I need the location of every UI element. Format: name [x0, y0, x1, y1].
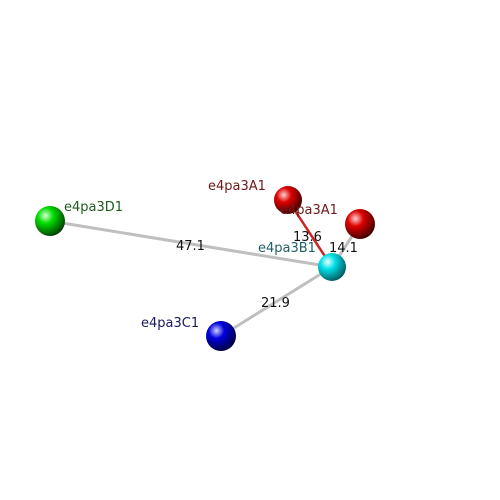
edge-label-d1-b1: 47.1	[176, 239, 205, 254]
edge-label-c1-b1: 21.9	[261, 296, 290, 311]
edges	[49, 199, 362, 338]
node-label-d1: e4pa3D1	[64, 200, 123, 215]
node-a1-sphere[interactable]	[274, 186, 302, 214]
node-label-b1: e4pa3B1	[258, 241, 316, 256]
nodes[interactable]	[35, 186, 375, 351]
node-label-a1: e4pa3A1	[208, 179, 266, 194]
node-label-a1b: e4pa3A1	[280, 203, 338, 218]
node-a1b-sphere[interactable]	[345, 209, 375, 239]
node-b1-sphere[interactable]	[318, 253, 346, 281]
edge-label-a1b-b1: 14.1	[329, 241, 358, 256]
edge-c1-b1	[220, 265, 333, 338]
node-label-c1: e4pa3C1	[141, 316, 199, 331]
node-d1-sphere[interactable]	[35, 206, 65, 236]
node-c1-sphere[interactable]	[206, 321, 236, 351]
edge-labels: 47.1 13.6 14.1 21.9	[176, 230, 358, 311]
edge-d1-b1	[49, 219, 333, 269]
edge-label-a1-b1: 13.6	[293, 230, 322, 245]
node-labels: e4pa3D1 e4pa3A1 e4pa3A1 e4pa3B1 e4pa3C1	[64, 179, 338, 331]
